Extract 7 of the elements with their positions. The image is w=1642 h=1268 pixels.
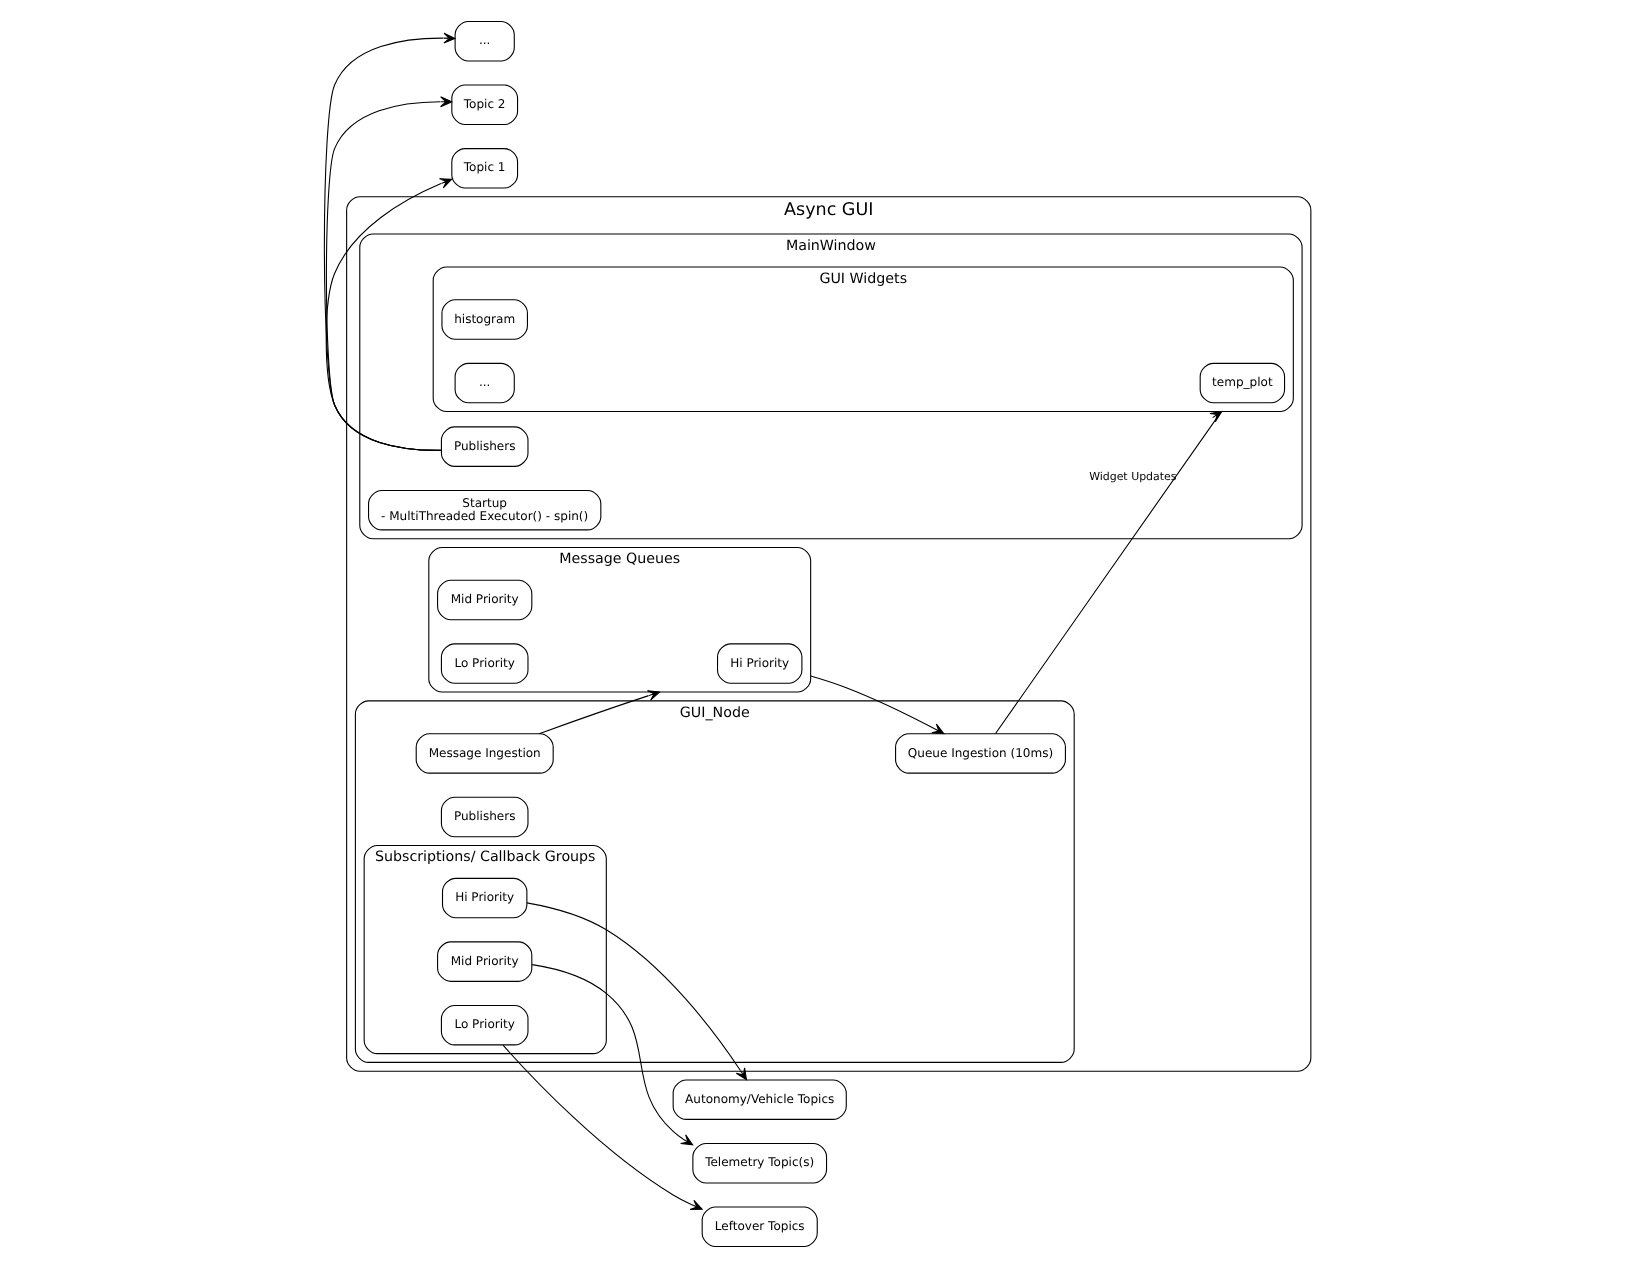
arrow: [525, 902, 746, 1081]
arrow: [530, 964, 693, 1146]
arrow: [809, 675, 944, 735]
arrow: [501, 1044, 702, 1210]
arrow: [994, 411, 1222, 735]
arrow: [537, 690, 659, 735]
arrow: [322, 32, 455, 451]
